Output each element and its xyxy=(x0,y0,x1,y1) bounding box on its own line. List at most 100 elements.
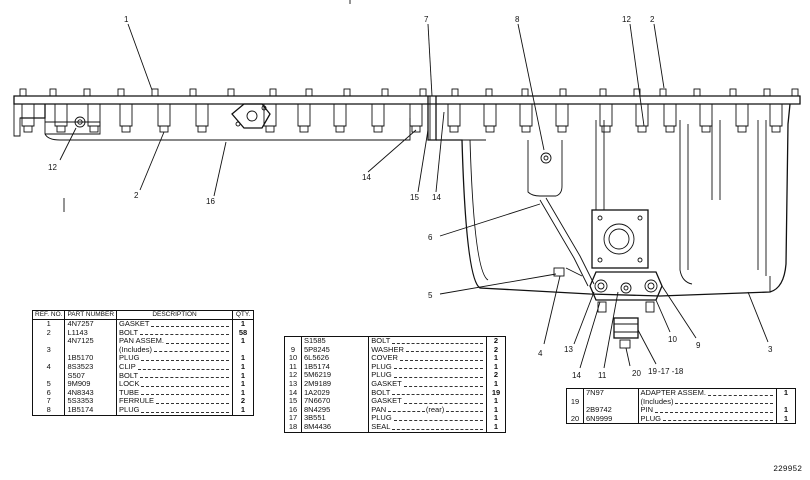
top-bolt-head xyxy=(791,88,799,97)
flange-lug xyxy=(663,104,677,127)
row-description: PLUG xyxy=(119,353,140,363)
row-part-number: 4N7125 xyxy=(64,337,118,346)
row-description: FERRULE xyxy=(119,396,155,406)
row-part-number: 3B551 xyxy=(301,414,370,423)
top-bolt-head xyxy=(227,88,235,97)
callout-labels: 1 2 12 7 8 12 2 16 14 15 14 6 5 4 13 14 … xyxy=(48,15,773,380)
row-description-cell: PLUG xyxy=(368,414,487,423)
row-ref xyxy=(32,371,66,381)
row-description-cell: (Includes) xyxy=(638,397,778,407)
row-qty: 1 xyxy=(493,378,499,388)
flange-lug xyxy=(699,104,713,127)
callout-2-top: 2 xyxy=(650,15,655,24)
row-qty: 2 xyxy=(493,336,499,345)
row-part-number: 1A2029 xyxy=(301,388,370,398)
bolt-head xyxy=(637,125,647,133)
bolt-head xyxy=(737,125,747,133)
row-qty: 2 xyxy=(493,370,499,380)
callout-14-right: 14 xyxy=(432,193,441,202)
row-qty: 1 xyxy=(493,353,499,363)
row-description: BOLT xyxy=(119,370,139,380)
top-bolt-head xyxy=(521,88,529,97)
row-description-cell: CLIP xyxy=(116,361,233,372)
header-ref: REF. NO. xyxy=(31,310,66,320)
row-description-cell: (Includes) xyxy=(116,345,233,355)
row-description: PIN xyxy=(640,405,654,415)
row-description: PLUG xyxy=(371,361,392,371)
top-bolt-head xyxy=(633,88,641,97)
row-qty: 1 xyxy=(493,421,499,431)
callout-20: 20 xyxy=(632,369,641,378)
flange-lug xyxy=(555,104,569,127)
row-qty: 1 xyxy=(493,361,499,371)
top-bolt-head xyxy=(305,88,313,97)
callout-9: 9 xyxy=(696,341,701,350)
row-part-number: 5M6219 xyxy=(301,371,370,380)
row-description: PLUG xyxy=(640,413,661,423)
flange-lug xyxy=(483,104,497,127)
row-ref: 9 xyxy=(284,345,302,355)
flange-lug xyxy=(157,104,171,127)
row-description-cell: PAN ASSEM. xyxy=(116,337,233,346)
row-description: CLIP xyxy=(119,361,136,371)
row-qty: 1 xyxy=(240,319,246,328)
row-description: BOLT xyxy=(119,327,139,337)
top-bolt-head xyxy=(117,88,125,97)
row-description-cell: PLUG xyxy=(368,361,487,372)
row-part-number: 6N9999 xyxy=(583,414,639,424)
top-bolt-head xyxy=(19,88,27,97)
row-part-number: 4N7257 xyxy=(64,319,118,329)
table-row: 19(Includes) xyxy=(566,397,796,407)
callout-16: 16 xyxy=(206,197,215,206)
row-qty: 2 xyxy=(493,344,499,354)
row-ref: 11 xyxy=(284,362,302,372)
row-ref: 1 xyxy=(32,319,66,329)
row-description-cell: BOLT xyxy=(116,327,233,338)
row-ref: 13 xyxy=(284,379,302,389)
flange-lug xyxy=(119,104,133,127)
bolt-head xyxy=(56,125,66,133)
top-bolt-head xyxy=(559,88,567,97)
row-part-number: 2M9189 xyxy=(301,379,370,389)
row-part-number: 1B5174 xyxy=(64,405,118,416)
row-part-number: L1143 xyxy=(64,328,118,338)
top-bolt-head xyxy=(763,88,771,97)
pan-flange xyxy=(13,88,801,137)
row-description: BOLT xyxy=(371,387,391,397)
row-description-cell: BOLT xyxy=(368,336,487,346)
bolt-head xyxy=(601,125,611,133)
row-description: WASHER xyxy=(371,344,404,354)
row-description-cell: ADAPTER ASSEM. xyxy=(638,388,778,398)
row-part-number: 5P8245 xyxy=(301,345,370,355)
sump-well xyxy=(527,140,563,197)
bolt-head xyxy=(373,125,383,133)
row-description-cell: BOLT xyxy=(368,387,487,398)
row-ref xyxy=(566,406,584,415)
bolt-head xyxy=(521,125,531,133)
bolt-head xyxy=(411,125,421,133)
flange-lug xyxy=(333,104,347,127)
row-description-cell: PAN(rear) xyxy=(368,405,487,415)
callout-12-left: 12 xyxy=(48,163,57,172)
bolt-head xyxy=(23,125,33,133)
divider-gasket xyxy=(427,96,437,141)
leader-lines xyxy=(59,23,769,369)
row-qty: 1 xyxy=(493,404,499,414)
row-part-number: 1B5174 xyxy=(301,362,370,372)
row-qty: 1 xyxy=(493,413,499,423)
row-qty: 1 xyxy=(783,405,789,415)
bolt-head xyxy=(771,125,781,133)
flange-lug xyxy=(297,104,311,127)
callout-14-bottom: 14 xyxy=(572,371,581,380)
row-ref: 18 xyxy=(284,422,302,433)
